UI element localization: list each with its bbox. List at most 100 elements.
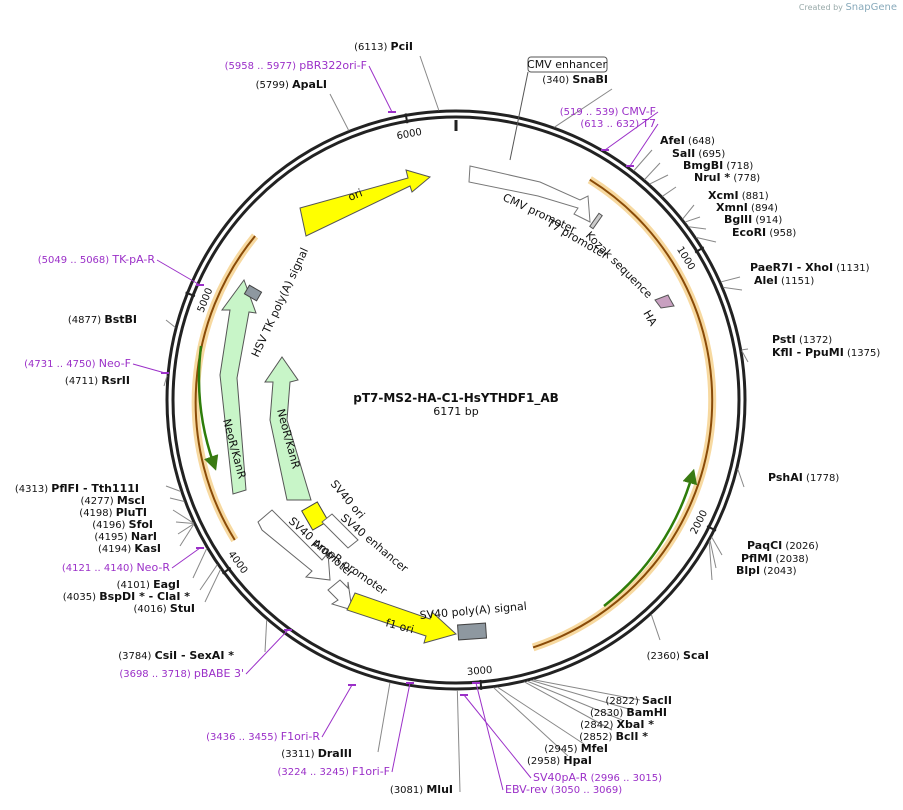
site-label-sfoi: (4196) SfoI bbox=[92, 518, 153, 531]
primer-range: (5049 .. 5068) bbox=[38, 255, 113, 266]
site-leader bbox=[530, 679, 633, 711]
site-position: (2852) bbox=[579, 732, 615, 743]
site-position: (958) bbox=[766, 228, 796, 239]
primer-name: SV40pA-R bbox=[533, 771, 588, 784]
tick-label: 3000 bbox=[467, 665, 493, 678]
site-name: BlpI bbox=[736, 564, 760, 577]
primer-label-f1ori-f: (3224 .. 3245) F1ori-F bbox=[277, 765, 390, 778]
sv40-polya-box bbox=[457, 622, 488, 641]
site-label-pshai: PshAI (1778) bbox=[768, 471, 839, 484]
primer-leader bbox=[156, 259, 201, 286]
site-leader bbox=[650, 614, 661, 641]
site-name: PciI bbox=[391, 40, 413, 53]
tick-mark bbox=[221, 566, 232, 575]
site-leader bbox=[526, 680, 623, 721]
tick-mark bbox=[404, 113, 409, 124]
primer-range: (3436 .. 3455) bbox=[206, 732, 281, 743]
site-position: (1375) bbox=[844, 348, 881, 359]
primer-name: EBV-rev bbox=[505, 783, 548, 796]
f1-ori-arrow bbox=[346, 592, 457, 644]
orf-arc-right-line bbox=[532, 178, 714, 649]
kozak-box bbox=[589, 212, 603, 230]
site-position: (695) bbox=[695, 149, 725, 160]
site-position: (5799) bbox=[256, 80, 292, 91]
site-label-kasi: (4194) KasI bbox=[98, 542, 161, 555]
cmv-enhancer-callout-box bbox=[527, 56, 608, 73]
site-position: (4196) bbox=[92, 520, 128, 531]
site-name: MscI bbox=[117, 494, 145, 507]
site-name: HpaI bbox=[563, 754, 592, 767]
site-name: BmgBI bbox=[683, 159, 723, 172]
site-position: (4877) bbox=[68, 315, 104, 326]
site-position: (1778) bbox=[803, 473, 840, 484]
site-label-xbai-: (2842) XbaI * bbox=[580, 718, 654, 731]
site-position: (2830) bbox=[590, 708, 626, 719]
site-label-bstbi: (4877) BstBI bbox=[68, 313, 137, 326]
tick-mark bbox=[706, 525, 717, 532]
primer-range: (3224 .. 3245) bbox=[277, 767, 352, 778]
primer-leader bbox=[463, 694, 532, 779]
site-label-bcli-: (2852) BclI * bbox=[579, 730, 648, 743]
site-leader bbox=[175, 521, 194, 525]
neor-inner-arrow bbox=[264, 356, 312, 501]
hsv-tk-box bbox=[243, 284, 263, 302]
sv40-enhancer-arrow bbox=[321, 513, 359, 549]
site-label-snabi: (340) SnaBI bbox=[542, 73, 608, 86]
site-position: (2822) bbox=[606, 696, 642, 707]
site-name: SacII bbox=[642, 694, 672, 707]
site-label-ecori: EcoRI (958) bbox=[732, 226, 796, 239]
site-leader bbox=[169, 497, 185, 503]
site-label-stui: (4016) StuI bbox=[133, 602, 195, 615]
site-name: SnaBI bbox=[572, 73, 608, 86]
site-leader bbox=[204, 569, 221, 603]
site-position: (4194) bbox=[98, 544, 134, 555]
site-leader bbox=[695, 236, 717, 243]
site-label-bspdi-clai-: (4035) BspDI * - ClaI * bbox=[63, 590, 190, 603]
primer-range: (4731 .. 4750) bbox=[24, 359, 99, 370]
neor-green-arrow-left bbox=[197, 345, 219, 471]
site-label-nrui-: NruI * (778) bbox=[694, 171, 760, 184]
site-name: RsrII bbox=[101, 374, 130, 387]
site-leader bbox=[165, 485, 181, 492]
site-name: KflI - PpuMI bbox=[772, 346, 844, 359]
primer-name: Neo-F bbox=[99, 357, 131, 370]
site-leader bbox=[419, 55, 440, 111]
site-position: (4016) bbox=[133, 604, 169, 615]
site-name: PflFI - Tth111I bbox=[51, 482, 139, 495]
site-leader bbox=[644, 162, 661, 180]
site-label-xcmi: XcmI (881) bbox=[708, 189, 769, 202]
site-position: (3311) bbox=[281, 749, 317, 760]
ori-arrow bbox=[299, 169, 432, 237]
site-name: DraIII bbox=[318, 747, 352, 760]
site-label-psti: PstI (1372) bbox=[772, 333, 832, 346]
feature-label-neor-outer: NeoR/KanR bbox=[220, 417, 249, 480]
site-position: (648) bbox=[685, 136, 715, 147]
site-leader bbox=[179, 523, 195, 547]
site-label-eagi: (4101) EagI bbox=[117, 578, 180, 591]
site-leader bbox=[662, 186, 677, 197]
site-leader bbox=[741, 348, 749, 351]
primer-label-cmv-f: (519 .. 539) CMV-F bbox=[560, 105, 656, 118]
site-position: (6113) bbox=[354, 42, 390, 53]
site-label-kfli-ppumi: KflI - PpuMI (1375) bbox=[772, 346, 880, 359]
primer-leader bbox=[245, 629, 289, 675]
primer-leader bbox=[391, 682, 411, 773]
watermark-brand: SnapGene bbox=[845, 2, 897, 13]
site-position: (881) bbox=[739, 191, 769, 202]
primer-name: TK-pA-R bbox=[111, 253, 155, 266]
site-label-pluti: (4198) PluTI bbox=[79, 506, 147, 519]
site-leader bbox=[684, 216, 701, 223]
site-position: (4198) bbox=[79, 508, 115, 519]
site-leader bbox=[493, 687, 569, 757]
site-name: KasI bbox=[134, 542, 161, 555]
site-leader bbox=[723, 286, 743, 291]
site-label-scai: (2360) ScaI bbox=[647, 649, 709, 662]
site-leader bbox=[532, 679, 641, 701]
primer-label-t7: (613 .. 632) T7 bbox=[580, 117, 656, 130]
primer-range: (2996 .. 3015) bbox=[587, 773, 662, 784]
site-label-nari: (4195) NarI bbox=[94, 530, 157, 543]
primer-range: (3698 .. 3718) bbox=[119, 669, 194, 680]
site-position: (2038) bbox=[772, 554, 809, 565]
site-name: PshAI bbox=[768, 471, 803, 484]
site-leader bbox=[192, 548, 208, 579]
